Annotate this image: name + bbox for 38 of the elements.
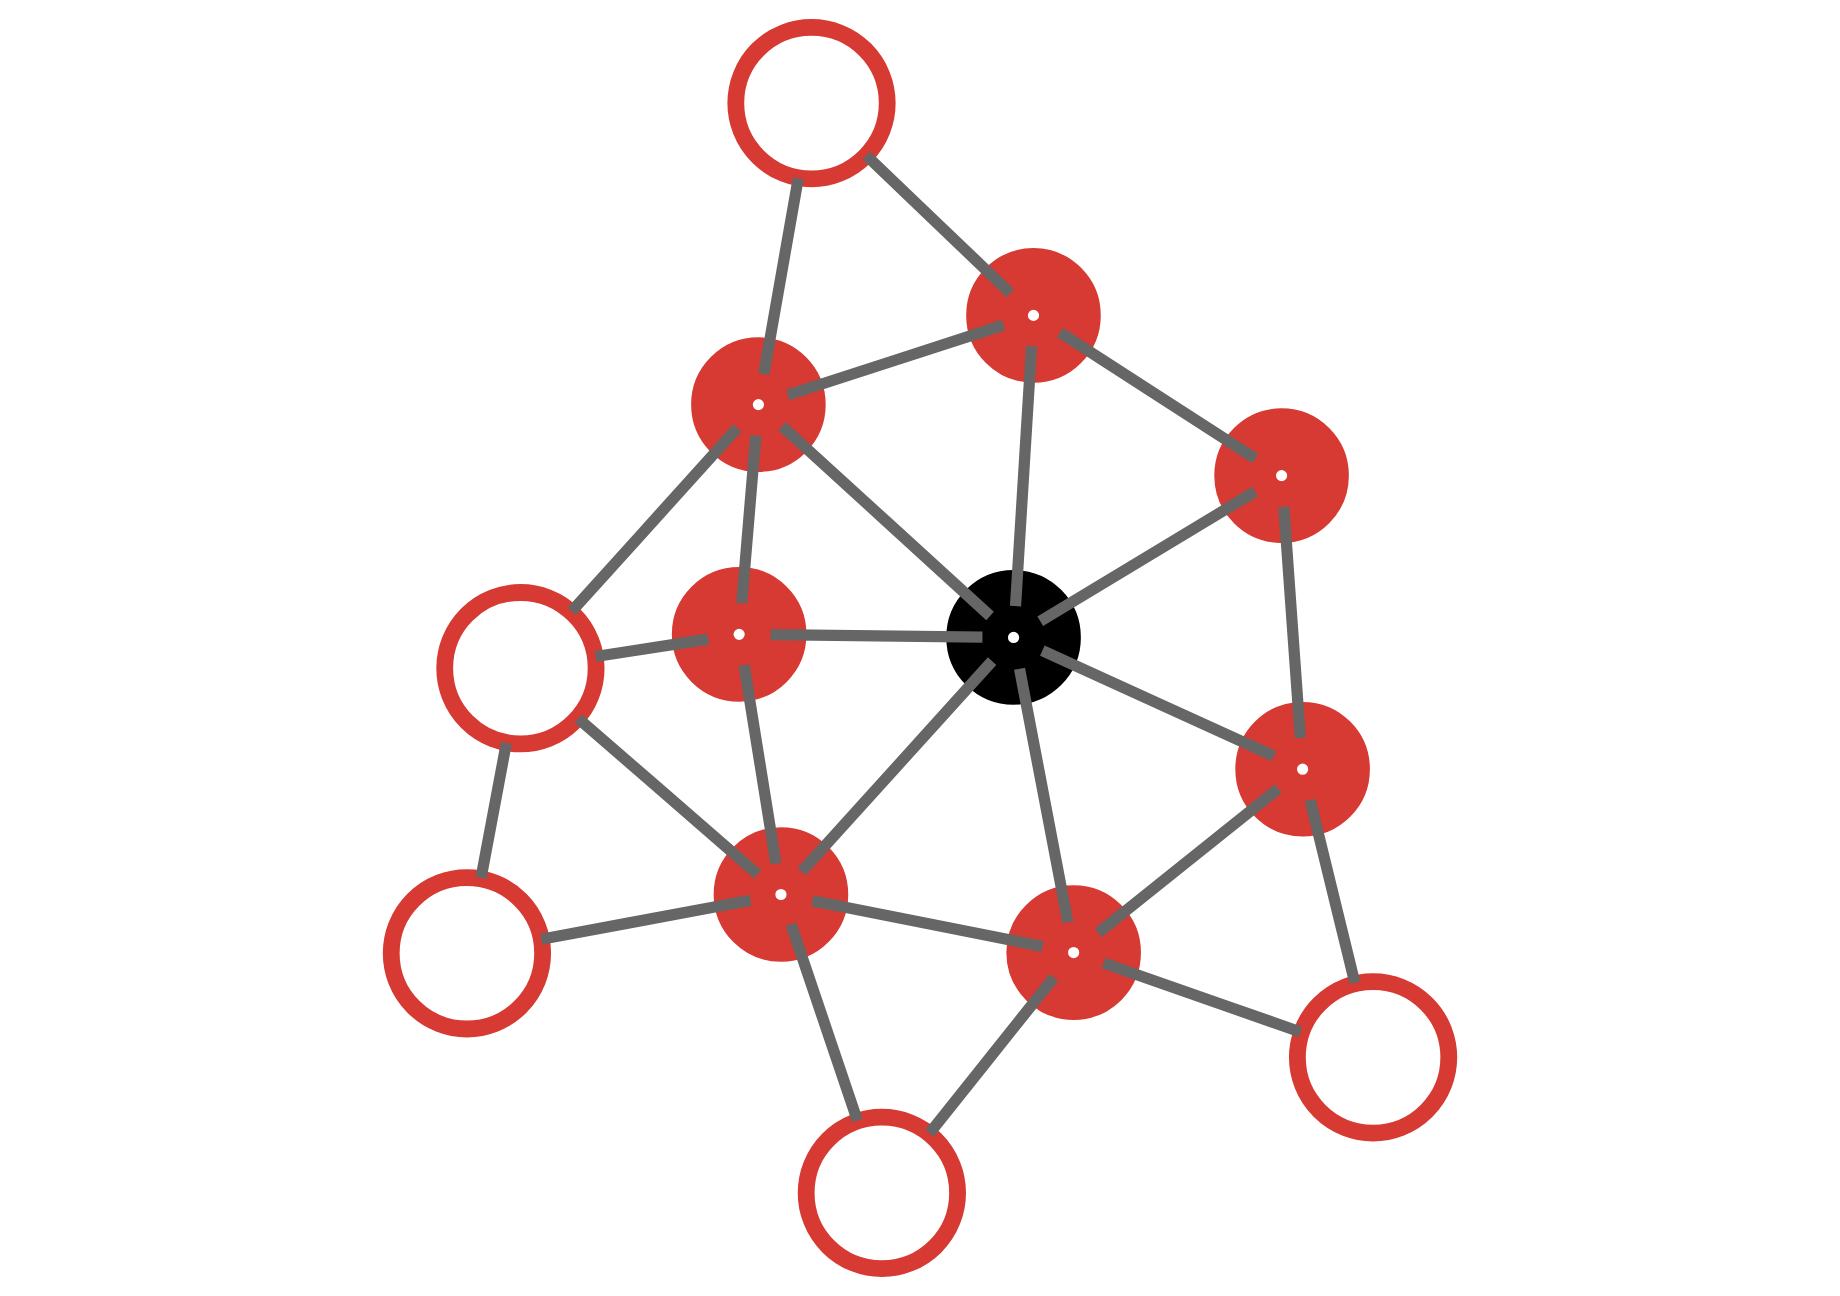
connector [778, 421, 994, 621]
connector [1040, 645, 1277, 762]
node-circle [382, 869, 552, 1038]
node-ring [946, 570, 1081, 705]
connector [1101, 957, 1303, 1038]
connector [786, 319, 1006, 401]
connector [1304, 798, 1361, 985]
connector [738, 664, 782, 865]
connector [574, 714, 762, 879]
connector [925, 973, 1059, 1137]
node-ring [691, 337, 826, 472]
node-ring [1235, 701, 1370, 837]
connector [862, 151, 1015, 298]
connector [1278, 506, 1306, 739]
node-circle [436, 584, 605, 753]
connector [540, 894, 752, 945]
node-circle [1288, 973, 1458, 1142]
node-ring [966, 248, 1101, 383]
node-ring [1006, 885, 1141, 1020]
connector [1057, 327, 1259, 464]
connector [770, 629, 983, 643]
connector [797, 657, 997, 876]
node-ring [1214, 408, 1349, 543]
node-circle [797, 1108, 966, 1277]
connector [1009, 345, 1038, 607]
connector [811, 895, 1044, 952]
connector [785, 922, 863, 1123]
connector [736, 435, 762, 604]
node-circle [727, 19, 896, 188]
connector [758, 177, 804, 375]
connector [1014, 667, 1074, 924]
connector [475, 742, 512, 879]
node-ring [713, 827, 849, 962]
connector [1037, 486, 1258, 627]
node-ring [671, 567, 807, 702]
connector [567, 424, 742, 616]
connector [594, 633, 710, 663]
connector [1094, 784, 1282, 938]
